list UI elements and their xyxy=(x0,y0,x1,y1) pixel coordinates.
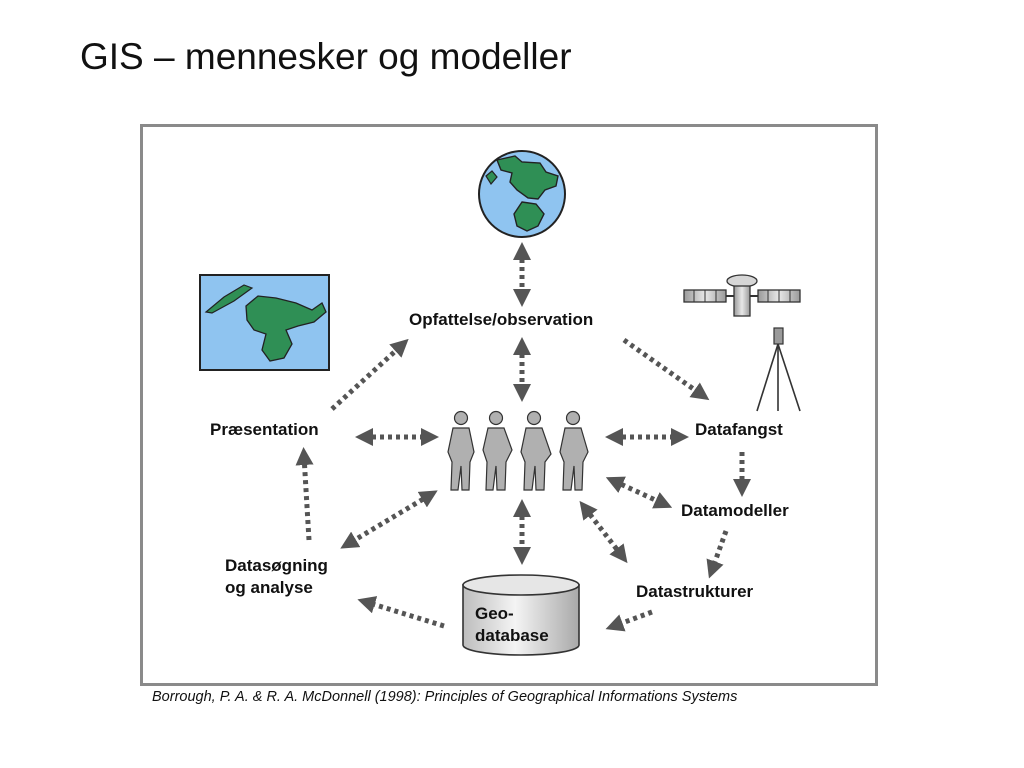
label-datasoegning-line2: og analyse xyxy=(225,578,313,597)
arrow-presentation-observation xyxy=(330,338,409,411)
person-1 xyxy=(447,410,475,491)
label-geodatabase: Geo- database xyxy=(475,603,549,647)
page-title: GIS – mennesker og modeller xyxy=(80,36,572,77)
arrow-datastrukturer-database xyxy=(605,609,653,632)
people-icon xyxy=(447,410,589,491)
label-datastrukturer: Datastrukturer xyxy=(636,582,754,601)
arrow-observation-datafangst xyxy=(622,337,710,401)
label-datafangst: Datafangst xyxy=(695,420,783,439)
source-citation: Borrough, P. A. & R. A. McDonnell (1998)… xyxy=(152,689,738,705)
arrow-people-datamodeller xyxy=(605,476,673,509)
label-geodatabase-line1: Geo- xyxy=(475,604,514,623)
arrow-people-datasoegning xyxy=(340,490,438,549)
label-geodatabase-line2: database xyxy=(475,626,549,645)
arrows xyxy=(295,242,751,632)
label-datamodeller: Datamodeller xyxy=(681,501,789,520)
arrow-people-datastrukturer xyxy=(579,500,628,564)
tripod-icon xyxy=(756,327,801,412)
satellite-icon xyxy=(683,274,801,317)
label-datasoegning: Datasøgning og analyse xyxy=(225,555,328,599)
person-4 xyxy=(559,410,589,491)
label-datasoegning-line1: Datasøgning xyxy=(225,556,328,575)
person-2 xyxy=(482,410,513,491)
diagram-frame xyxy=(140,124,878,686)
database-icon xyxy=(462,574,580,656)
person-3 xyxy=(520,410,552,491)
label-presentation: Præsentation xyxy=(210,420,319,439)
arrow-datasoegning-presentation xyxy=(295,447,314,541)
label-observation: Opfattelse/observation xyxy=(409,310,594,329)
arrow-database-datasoegning xyxy=(357,596,445,629)
map-icon xyxy=(199,274,330,371)
arrow-datamodeller-datastrukturer xyxy=(706,530,729,579)
globe-icon xyxy=(478,150,566,238)
